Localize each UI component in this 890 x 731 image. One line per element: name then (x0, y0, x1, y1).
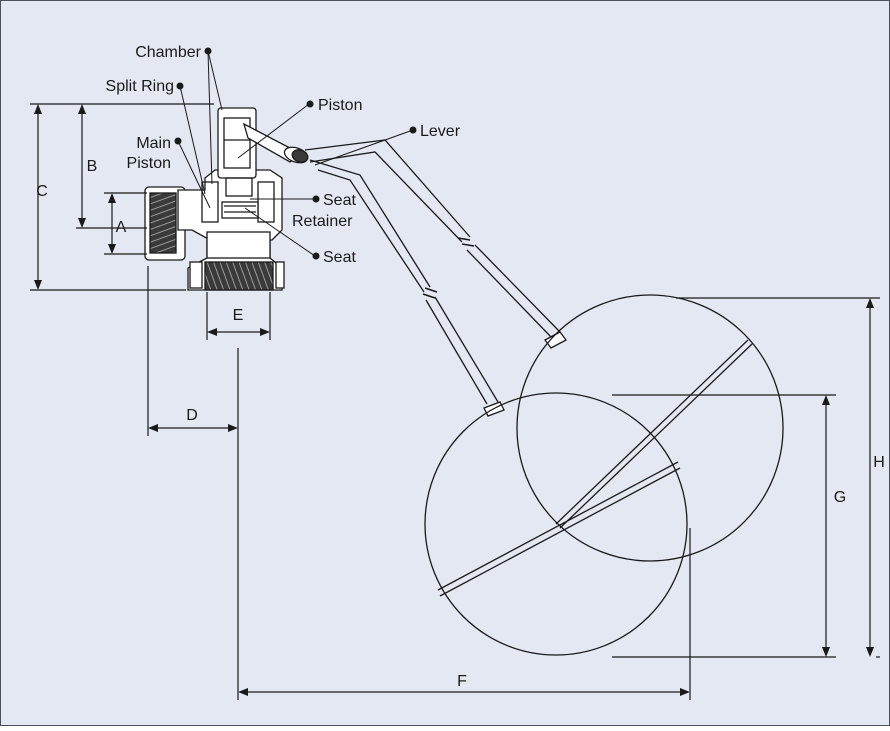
label-main-piston-line1: Main (136, 135, 171, 152)
chamber-inner (223, 117, 251, 169)
dimension-arrowheads (34, 104, 874, 696)
dimension-h-label: H (873, 454, 885, 471)
inlet-thread (149, 192, 177, 254)
dimension-c-label: C (36, 183, 48, 200)
split-ring-left (201, 181, 219, 223)
dimension-b-label: B (87, 158, 98, 175)
label-lever: Lever (420, 123, 461, 140)
label-seat-retainer-line2: Retainer (292, 213, 353, 230)
label-main-piston-line2: Piston (127, 155, 171, 172)
lower-float (424, 392, 688, 656)
outlet-thread (204, 261, 274, 291)
dimension-lines (30, 103, 880, 700)
dimension-d-label: D (186, 407, 198, 424)
callout-dots (174, 47, 417, 260)
label-split-ring: Split Ring (106, 78, 174, 95)
label-piston: Piston (318, 97, 362, 114)
dimension-g-label: G (834, 489, 846, 506)
upper-float (516, 294, 784, 562)
floats (424, 294, 784, 656)
valve-body (144, 107, 309, 291)
dimension-a-label: A (116, 219, 127, 236)
dimension-f-label: F (457, 673, 467, 690)
dimension-e-label: E (233, 307, 244, 324)
label-seat: Seat (323, 249, 356, 266)
label-seat-retainer-line1: Seat (323, 192, 356, 209)
label-chamber: Chamber (135, 44, 201, 61)
seat-retainer-part (221, 201, 259, 219)
lever-arms (304, 139, 567, 417)
leader-lines (177, 50, 414, 257)
